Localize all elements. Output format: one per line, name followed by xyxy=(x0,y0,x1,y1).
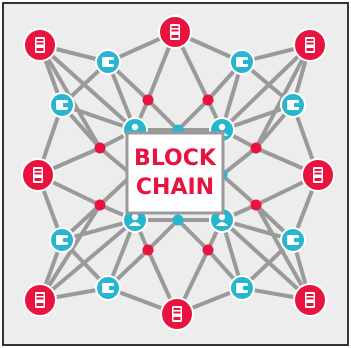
server-node xyxy=(21,158,55,192)
server-icon xyxy=(305,292,315,308)
title-line-1: BLOCK xyxy=(134,146,217,171)
wallet-icon xyxy=(102,57,114,67)
junction-dot-red xyxy=(250,199,262,211)
wallet-node xyxy=(229,275,255,301)
edge-s8-r6 xyxy=(254,203,312,302)
junction-dot-red xyxy=(142,94,154,106)
edge-r8-b4 xyxy=(176,218,210,252)
junction-dot-red xyxy=(202,244,214,256)
edge-s6-r5 xyxy=(38,203,102,302)
server-icon xyxy=(35,37,45,53)
server-icon xyxy=(172,306,182,322)
edge-r4-b3 xyxy=(220,146,258,177)
wallet-icon xyxy=(56,100,68,110)
edge-s3-u2 xyxy=(220,43,312,132)
wallet-icon xyxy=(287,100,299,110)
wallet-icon xyxy=(236,283,248,293)
edge-s6-u3 xyxy=(38,218,137,302)
server-node xyxy=(160,297,194,331)
edge-s1-u1 xyxy=(38,43,137,132)
title-box: BLOCK CHAIN xyxy=(125,131,225,215)
wallet-icon xyxy=(236,57,248,67)
server-node xyxy=(293,283,327,317)
edge-r1-b1 xyxy=(146,98,180,132)
junction-dot-red xyxy=(94,199,106,211)
server-node xyxy=(23,283,57,317)
edge-s8-u4 xyxy=(220,218,312,302)
wallet-icon xyxy=(287,235,299,245)
junction-dot-blue xyxy=(172,214,184,226)
user-icon xyxy=(129,213,141,226)
edge-r6-b3 xyxy=(220,173,258,207)
wallet-node xyxy=(49,227,75,253)
junction-dot-red xyxy=(94,142,106,154)
server-node xyxy=(158,15,192,49)
server-icon xyxy=(313,167,323,183)
server-icon xyxy=(33,167,43,183)
wallet-node xyxy=(229,49,255,75)
junction-dot-red xyxy=(142,244,154,256)
wallet-icon xyxy=(56,235,68,245)
server-node xyxy=(301,158,335,192)
wallet-node xyxy=(95,275,121,301)
server-icon xyxy=(170,24,180,40)
edge-r2-b1 xyxy=(176,98,210,132)
network-nodes xyxy=(21,15,335,331)
junction-dot-red xyxy=(202,94,214,106)
junction-dot-red xyxy=(250,142,262,154)
wallet-node xyxy=(280,92,306,118)
wallet-icon xyxy=(102,283,114,293)
title-line-2: CHAIN xyxy=(136,175,214,200)
server-icon xyxy=(305,37,315,53)
wallet-node xyxy=(280,227,306,253)
server-node xyxy=(293,28,327,62)
title-box-frame xyxy=(125,131,225,215)
edge-r7-b4 xyxy=(146,218,180,252)
server-node xyxy=(23,28,57,62)
user-icon xyxy=(216,213,228,226)
wallet-node xyxy=(49,92,75,118)
wallet-node xyxy=(95,49,121,75)
server-icon xyxy=(35,292,45,308)
